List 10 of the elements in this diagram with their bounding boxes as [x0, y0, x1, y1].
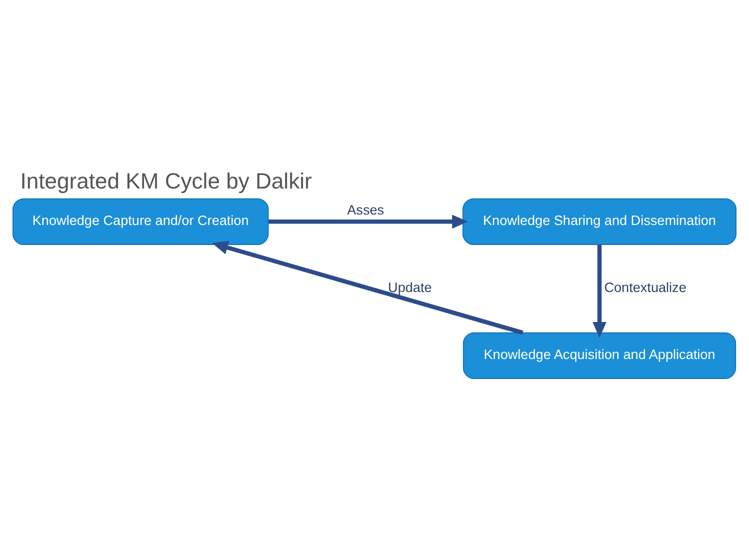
node-box: Knowledge Capture and/or Creation — [12, 198, 269, 246]
edge-label: Update — [388, 280, 432, 295]
arrow — [268, 214, 468, 229]
edge-label: Contextualize — [604, 280, 686, 295]
diagram-title: Integrated KM Cycle by Dalkir — [20, 168, 312, 194]
arrow — [592, 244, 606, 338]
node-box: Knowledge Sharing and Dissemination — [462, 198, 736, 246]
arrow — [212, 240, 524, 335]
edge-label: Asses — [347, 202, 384, 218]
node-box: Knowledge Acquisition and Application — [462, 332, 736, 380]
